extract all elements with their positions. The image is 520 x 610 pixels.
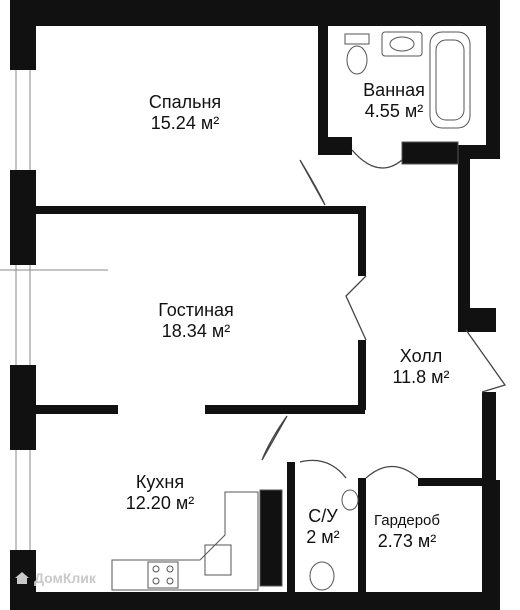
wall-hall-right — [458, 145, 470, 330]
wall-left-upper — [10, 0, 36, 70]
room-label-hall: Холл 11.8 м² — [376, 346, 466, 388]
room-label-kitchen: Кухня 12.20 м² — [100, 472, 220, 514]
room-name-hall: Холл — [399, 346, 443, 366]
interior-walls — [36, 206, 482, 610]
room-area-kitchen: 12.20 м² — [125, 493, 195, 513]
bathtub — [429, 31, 471, 129]
room-name-kitchen: Кухня — [135, 472, 185, 492]
fridge — [259, 489, 283, 587]
bathroom-fixtures — [344, 31, 471, 165]
room-area-hall: 11.8 м² — [392, 367, 450, 387]
room-label-bathroom: Ванная 4.55 м² — [344, 80, 444, 122]
watermark: ДомКлик — [14, 570, 96, 586]
wall-top — [10, 0, 500, 26]
room-area-bedroom: 15.24 м² — [150, 113, 220, 133]
windows — [0, 70, 108, 550]
room-label-wc: С/У 2 м² — [292, 506, 354, 548]
room-label-bedroom: Спальня 15.24 м² — [130, 92, 240, 134]
wc-fixtures — [309, 489, 359, 591]
wall-left-mid — [10, 170, 36, 265]
room-area-living: 18.34 м² — [161, 321, 231, 341]
room-name-bedroom: Спальня — [148, 92, 222, 112]
kitchen-fixtures — [111, 489, 283, 591]
walls — [10, 0, 500, 610]
room-label-wardrobe: Гардероб 2.73 м² — [364, 510, 450, 552]
wall-bath-left — [318, 26, 328, 154]
wall-right-lower — [482, 392, 496, 492]
sink — [381, 31, 423, 57]
wall-right-top — [486, 0, 500, 158]
room-label-living: Гостиная 18.34 м² — [136, 300, 256, 342]
cabinet — [401, 141, 459, 165]
doors — [261, 149, 507, 479]
toilet-bowl — [346, 45, 368, 75]
room-area-bathroom: 4.55 м² — [364, 101, 424, 121]
room-name-living: Гостиная — [158, 300, 234, 320]
room-name-bathroom: Ванная — [363, 80, 425, 100]
wall-bottom — [10, 592, 500, 610]
wall-right-bottom — [482, 480, 500, 610]
wall-hall-notch — [458, 308, 496, 332]
room-name-wardrobe: Гардероб — [374, 512, 440, 529]
room-name-wc: С/У — [308, 506, 338, 526]
room-area-wardrobe: 2.73 м² — [377, 531, 437, 551]
toilet-tank — [344, 33, 370, 45]
wall-left-lower — [10, 365, 36, 450]
house-icon — [15, 572, 29, 584]
room-area-wc: 2 м² — [306, 527, 340, 547]
watermark-text: ДомКлик — [34, 570, 96, 586]
